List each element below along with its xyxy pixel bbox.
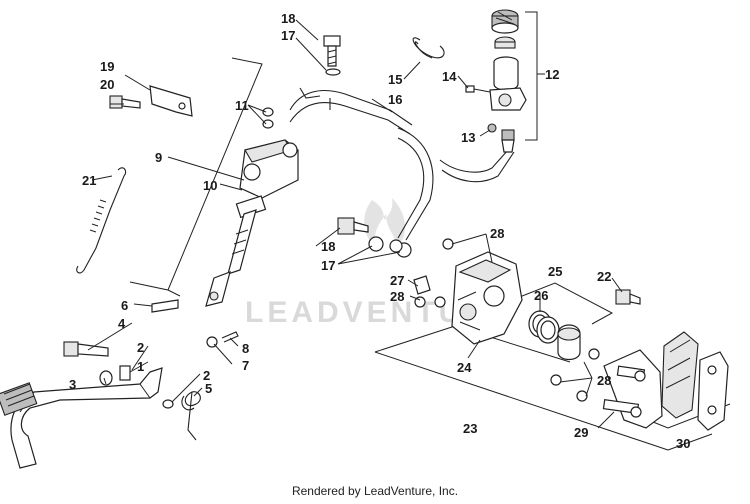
- bleeder-27: [413, 275, 431, 295]
- callout-28-top: 28: [490, 226, 504, 241]
- callout-26: 26: [534, 288, 548, 303]
- callout-8: 8: [242, 341, 249, 356]
- leader-lines: [87, 19, 623, 429]
- callout-labels: 1 2 2 3 4 5 6 7 8 9 10 11 12 13 14 15 16…: [69, 11, 690, 451]
- callout-28-right: 28: [597, 373, 611, 388]
- bolt-22: [615, 289, 641, 305]
- reservoir-cap: [491, 9, 519, 34]
- callout-25: 25: [548, 264, 562, 279]
- bracket-19: [149, 85, 193, 117]
- washer-17-top: [325, 68, 341, 76]
- callout-19: 19: [100, 59, 114, 74]
- brake-pads-30: [661, 331, 729, 431]
- bolt-4: [63, 341, 109, 357]
- callout-3: 3: [69, 377, 76, 392]
- spring-21: [76, 167, 127, 274]
- banjo-fitting: [389, 239, 403, 253]
- bolt-18-top: [323, 35, 341, 67]
- callout-4: 4: [118, 316, 126, 331]
- callout-6: 6: [121, 298, 128, 313]
- clamp-15: [412, 37, 445, 59]
- brake-hose-lower: [397, 127, 434, 241]
- washer-3: [99, 370, 113, 386]
- callout-2-lower: 2: [203, 368, 210, 383]
- callout-15: 15: [388, 72, 402, 87]
- callout-2-upper: 2: [137, 340, 144, 355]
- callout-24: 24: [457, 360, 472, 375]
- callout-27: 27: [390, 273, 404, 288]
- callout-29: 29: [574, 425, 588, 440]
- washers-11: [262, 107, 274, 129]
- bushing-1: [119, 365, 131, 381]
- bolt-20: [109, 95, 141, 109]
- caliper-bracket-29: [602, 349, 663, 429]
- callout-30: 30: [676, 436, 690, 451]
- brake-pedal: [0, 367, 163, 469]
- bracket-25: [511, 282, 614, 325]
- caliper-body: [451, 251, 523, 345]
- callout-13: 13: [461, 130, 475, 145]
- callout-18-top: 18: [281, 11, 295, 26]
- callout-22: 22: [597, 269, 611, 284]
- cotter-8: [221, 331, 239, 343]
- master-cylinder: [227, 139, 299, 275]
- reservoir-fitting: [501, 129, 515, 153]
- callout-28-left: 28: [390, 289, 404, 304]
- pin-2: [162, 399, 174, 409]
- callout-7: 7: [242, 358, 249, 373]
- callout-14: 14: [442, 69, 457, 84]
- bracket-23: [374, 325, 713, 451]
- reservoir-body: [489, 56, 527, 111]
- callout-12: 12: [545, 67, 559, 82]
- reservoir-diaphragm: [494, 36, 516, 49]
- footer-credit: Rendered by LeadVenture, Inc.: [291, 484, 459, 498]
- callout-20: 20: [100, 77, 114, 92]
- callout-1: 1: [137, 359, 144, 374]
- brake-hose-16: [289, 87, 413, 135]
- seals-26: [528, 310, 560, 344]
- callout-17-top: 17: [281, 28, 295, 43]
- callout-21: 21: [82, 173, 96, 188]
- reservoir-hose: [439, 149, 515, 183]
- callout-9: 9: [155, 150, 162, 165]
- screw-14: [465, 85, 491, 93]
- callout-11: 11: [235, 98, 249, 113]
- callout-23: 23: [463, 421, 477, 436]
- bracket-12: [525, 11, 545, 141]
- bolt-18-lower: [337, 217, 369, 235]
- callout-18-lower: 18: [321, 239, 335, 254]
- clevis: [205, 271, 231, 307]
- bracket-9: [129, 57, 263, 297]
- callout-5: 5: [205, 381, 212, 396]
- piston-25: [557, 324, 581, 361]
- callout-16: 16: [388, 92, 402, 107]
- callout-17-lower: 17: [321, 258, 335, 273]
- pin-6: [151, 299, 179, 313]
- callout-10: 10: [203, 178, 217, 193]
- washers-28-b: [550, 348, 600, 402]
- return-spring-5: [181, 391, 201, 441]
